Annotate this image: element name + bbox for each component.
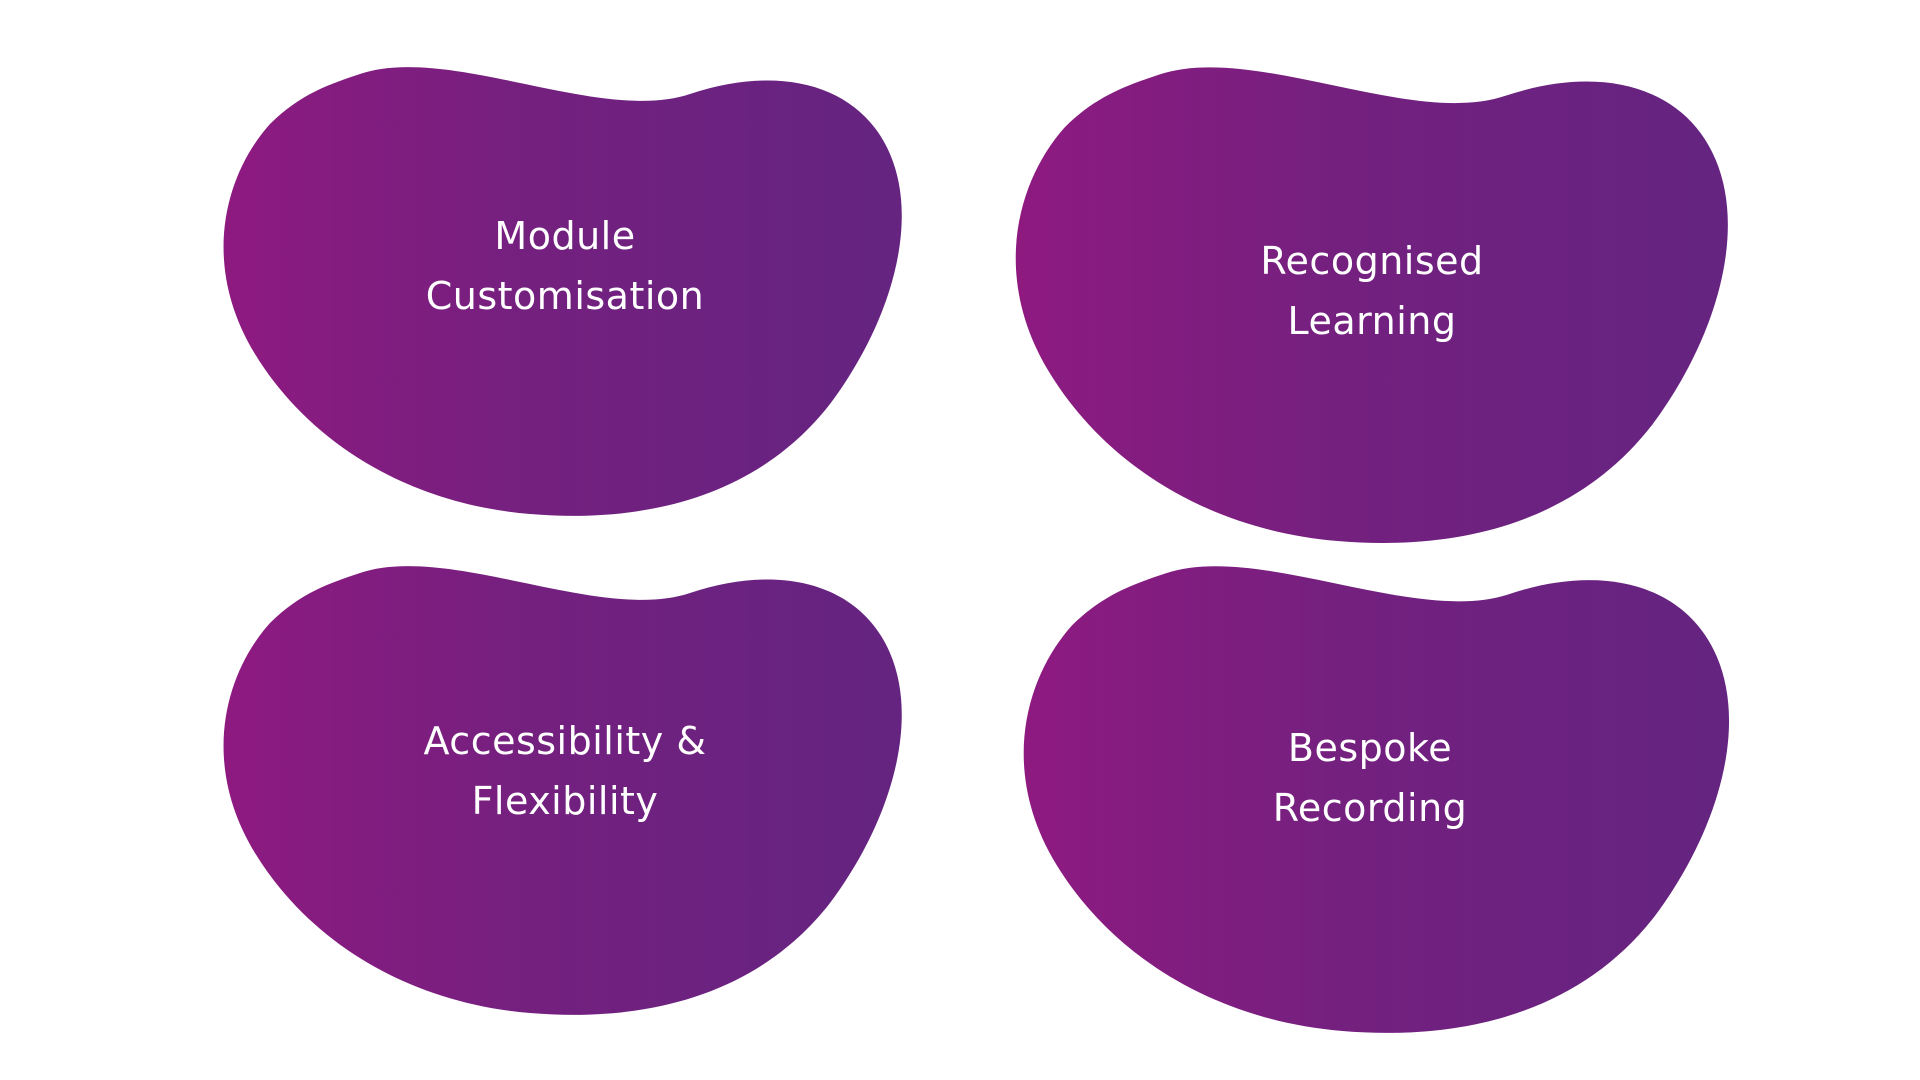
feature-card-label-line-1: Accessibility & [423,719,707,763]
feature-card-recognised-learning: Recognised Learning [1012,64,1728,543]
blob-shape [223,67,902,516]
feature-card-label: Bespoke Recording [1020,718,1720,838]
blob-shape [223,566,902,1015]
feature-card-label: Accessibility & Flexibility [220,711,910,831]
blob-shape [1023,566,1730,1033]
feature-card-accessibility-flexibility: Accessibility & Flexibility [220,563,920,1033]
feature-card-label-line-2: Recording [1272,786,1468,830]
feature-card-label-line-2: Customisation [425,274,705,318]
feature-card-label-line-2: Flexibility [471,779,659,823]
feature-card-module-customisation: Module Customisation [220,64,920,534]
feature-card-label-line-1: Module [494,214,636,258]
feature-card-label: Module Customisation [220,206,910,326]
blob-shape [1015,67,1728,543]
feature-card-label-line-1: Bespoke [1287,726,1453,770]
feature-card-label: Recognised Learning [1012,231,1732,351]
feature-card-label-line-2: Learning [1287,299,1457,343]
feature-card-label-line-1: Recognised [1260,239,1484,283]
feature-card-bespoke-recording: Bespoke Recording [1020,563,1730,1033]
